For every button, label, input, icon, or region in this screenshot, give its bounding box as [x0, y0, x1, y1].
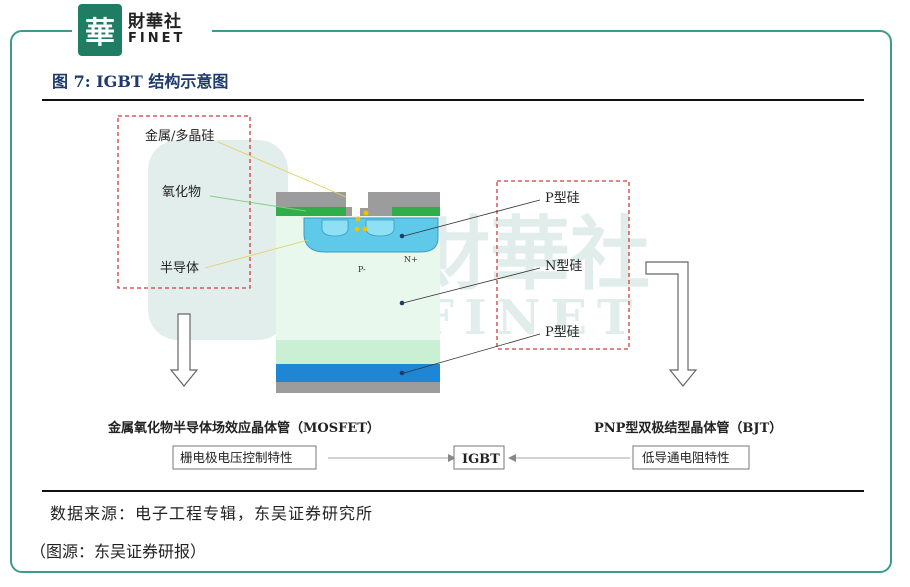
dot-3	[354, 226, 360, 232]
brand-logo: 華 財華社 FINET	[72, 2, 212, 58]
mosfet-down-arrow	[169, 313, 199, 387]
label-metal: 金属/多晶硅	[145, 128, 214, 144]
emitter-metal	[276, 192, 440, 216]
arrow-gate-to-igbt-head	[448, 454, 456, 462]
label-p-minus: P-	[358, 265, 366, 274]
label-p-si-bot: P型硅	[545, 325, 580, 340]
igbt-box	[453, 445, 505, 470]
brand-text: 財華社 FINET	[128, 12, 186, 47]
watermark-en: FINET	[420, 290, 643, 346]
leader-n-si-dot	[399, 300, 405, 306]
leader-p-top-dot	[399, 233, 405, 239]
mosfet-title: 金属氧化物半导体场效应晶体管（MOSFET）	[107, 420, 380, 436]
gate-control-text: 栅电极电压控制特性	[180, 450, 293, 465]
leader-p-top	[403, 199, 541, 237]
arrow-res-to-igbt-head	[508, 454, 516, 462]
n-plus-right	[365, 219, 395, 237]
n-buffer-layer	[276, 340, 440, 364]
igbt-box-text: IGBT	[462, 452, 500, 467]
bjt-title: PNP型双极结型晶体管（BJT）	[594, 420, 782, 436]
label-oxide: 氧化物	[162, 185, 201, 200]
leader-oxide	[209, 195, 307, 212]
figure-title: 图 7: IGBT 结构示意图	[52, 72, 229, 91]
brand-name-en: FINET	[128, 31, 186, 47]
leader-semi	[204, 239, 309, 269]
p-collector-layer	[276, 364, 440, 382]
low-resistance-box	[632, 445, 750, 470]
source-rule	[42, 490, 864, 492]
image-credit: （图源：东吴证券研报）	[30, 542, 207, 561]
label-p-si-top: P型硅	[545, 191, 580, 206]
dot-4	[362, 226, 368, 232]
figure-frame	[10, 30, 892, 573]
label-n-si: N型硅	[545, 259, 582, 274]
dot-1	[363, 210, 369, 216]
watermark: 財華社 FINET	[148, 140, 650, 346]
leader-n-si	[402, 267, 541, 304]
n-plus-left	[321, 219, 349, 237]
title-rule	[42, 99, 864, 101]
low-resistance-text: 低导通电阻特性	[642, 450, 730, 465]
brand-mark: 華	[78, 4, 122, 56]
data-source: 数据来源：电子工程专辑，东吴证券研究所	[50, 504, 374, 523]
leader-p-bot	[403, 333, 541, 374]
label-n-plus: N+	[404, 255, 418, 264]
gate-control-box	[172, 445, 317, 470]
collector-metal	[276, 382, 440, 393]
brand-name-cn: 財華社	[128, 12, 182, 33]
layer-legend-box	[496, 180, 630, 350]
leader-p-bot-dot	[399, 370, 405, 376]
watermark-cn: 財華社	[410, 207, 650, 301]
watermark-seal	[148, 140, 288, 340]
gate-oxide-right	[392, 207, 440, 216]
dot-2	[355, 216, 361, 222]
leader-metal	[217, 141, 347, 198]
igbt-cross-section: P- N+	[276, 192, 440, 393]
label-semiconductor: 半导体	[160, 261, 199, 276]
gate-oxide-left	[276, 207, 346, 216]
bjt-down-arrow	[645, 261, 698, 387]
